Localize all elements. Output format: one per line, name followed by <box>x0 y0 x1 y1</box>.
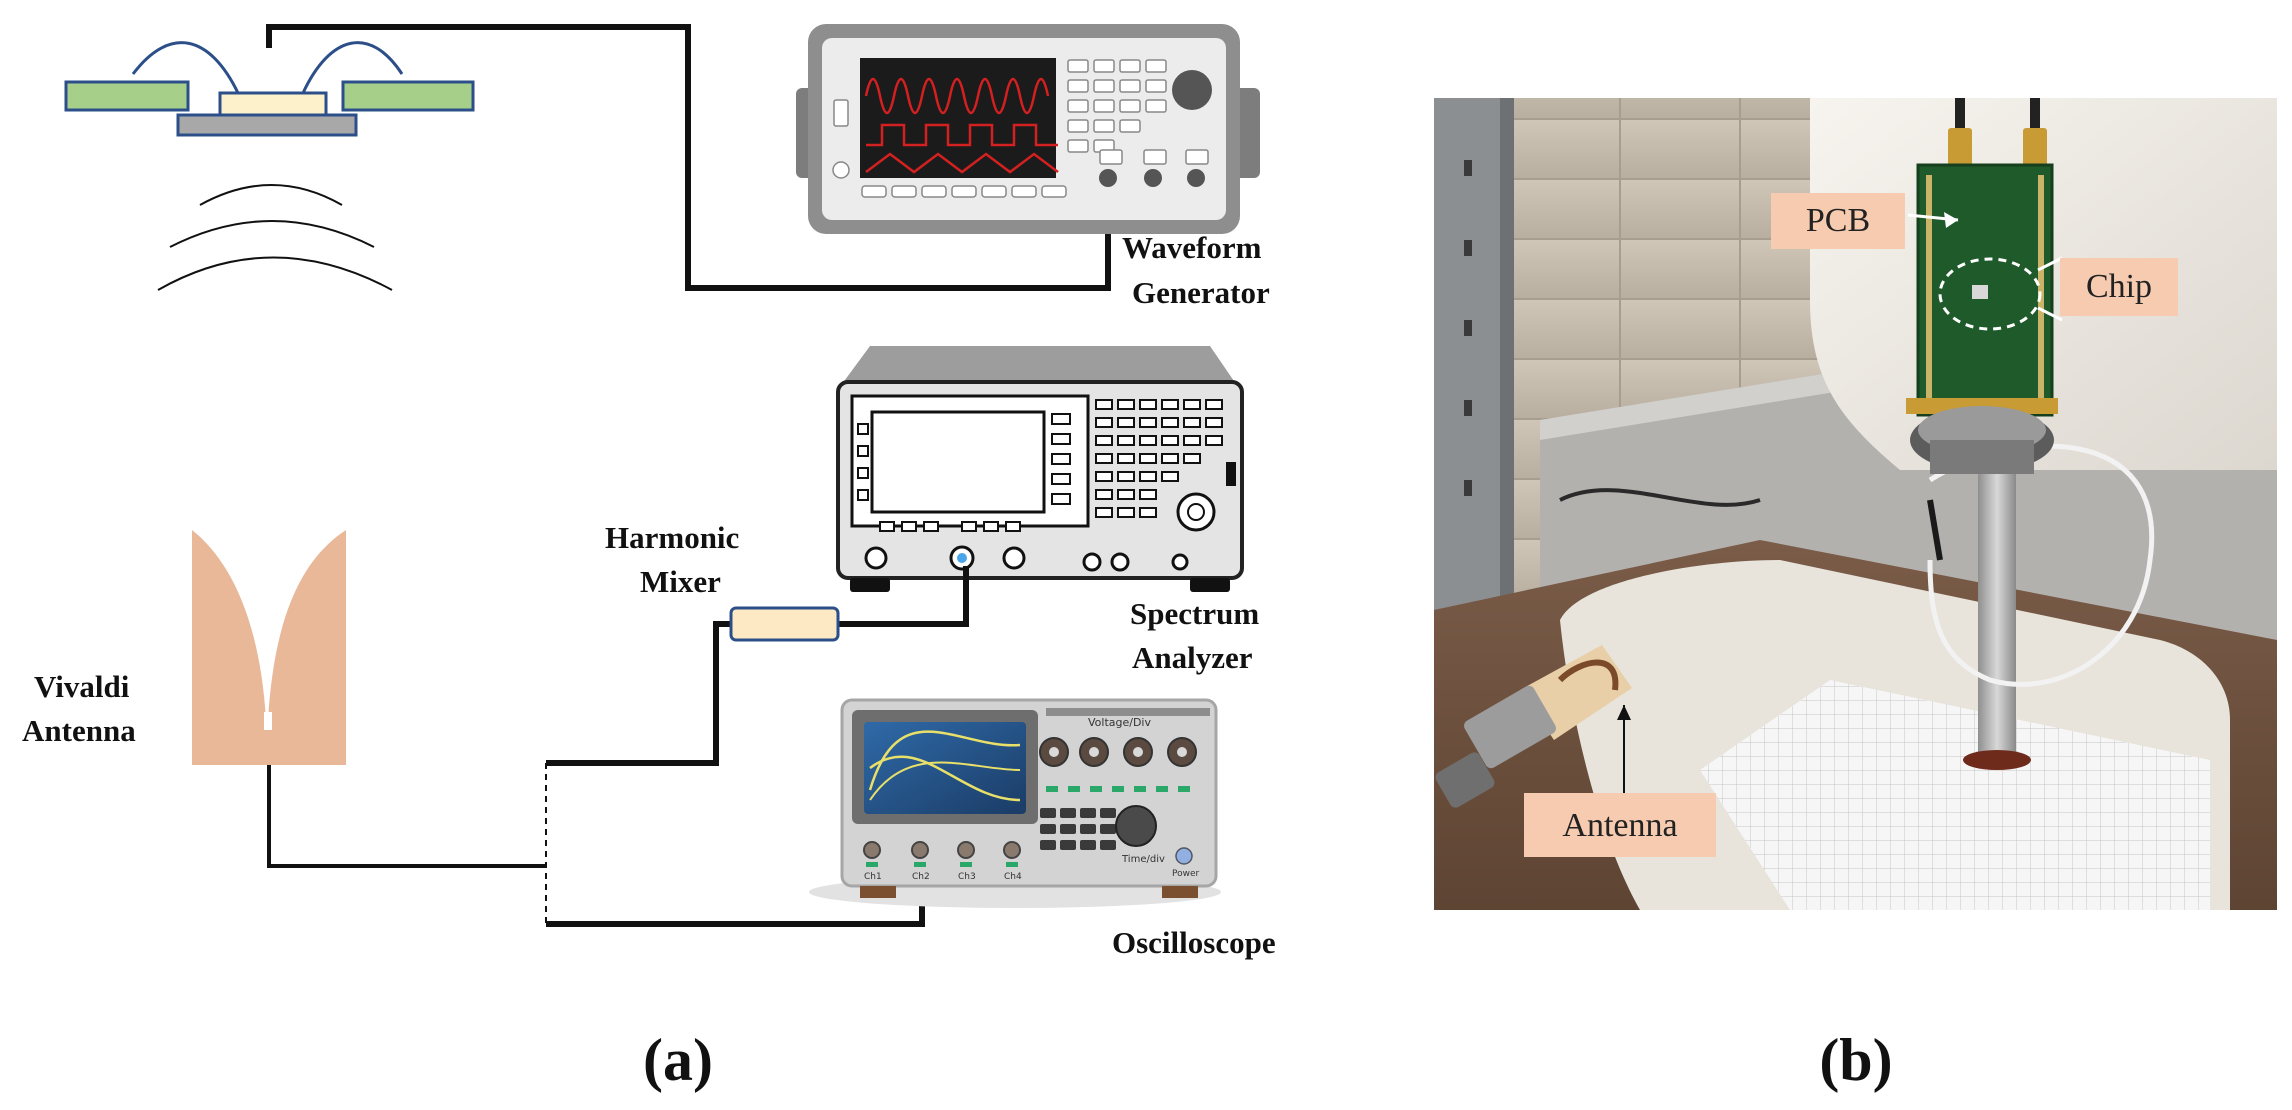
pcb-right-pad <box>341 80 475 112</box>
pcb-left-pad <box>64 80 190 112</box>
cable-mixer-to-junction <box>546 621 731 766</box>
label-waveform-generator-line2: Generator <box>1132 275 1270 310</box>
waveform-generator <box>796 24 1260 234</box>
chip-package <box>64 41 475 137</box>
label-spectrum-analyzer-line2: Analyzer <box>1132 640 1253 675</box>
label-waveform-generator-line1: Waveform <box>1122 230 1262 265</box>
generator-output-port <box>1099 169 1117 187</box>
caption-a: (a) <box>643 1027 713 1093</box>
chip-substrate <box>176 113 358 137</box>
callout-chip: Chip <box>2086 268 2152 305</box>
oscilloscope-knob <box>1115 805 1157 847</box>
callout-antenna: Antenna <box>1562 807 1677 844</box>
channel-label-2: Ch2 <box>912 872 930 882</box>
oscilloscope: Voltage/Div Time/div Power <box>809 698 1221 908</box>
analyzer-screen <box>870 410 1046 514</box>
channel-label-4: Ch4 <box>1004 872 1022 882</box>
label-harmonic-mixer-line2: Mixer <box>640 564 721 599</box>
cable-chip-to-generator <box>266 24 1111 291</box>
chip-callout-ring <box>1938 257 2042 331</box>
caption-b: (b) <box>1819 1027 1892 1093</box>
spectrum-analyzer <box>836 346 1244 592</box>
label-harmonic-mixer-line1: Harmonic <box>605 520 739 555</box>
harmonic-mixer <box>729 606 840 642</box>
callout-pcb: PCB <box>1806 202 1870 239</box>
chip-callout-box <box>2060 258 2178 316</box>
label-vivaldi-antenna-line2: Antenna <box>22 713 136 748</box>
panel-a: Waveform Generator <box>22 24 1276 1093</box>
cable-mixer-to-analyzer <box>838 566 969 627</box>
oscilloscope-power-label: Power <box>1172 869 1200 879</box>
label-oscilloscope: Oscilloscope <box>1112 925 1276 960</box>
label-vivaldi-antenna-line1: Vivaldi <box>34 669 130 704</box>
label-spectrum-analyzer-line1: Spectrum <box>1130 596 1259 631</box>
panel-b-photo: PCB Chip Antenna (b) <box>1434 98 2277 1093</box>
emission-arcs <box>157 184 393 291</box>
oscilloscope-knob-label: Time/div <box>1121 854 1165 865</box>
oscilloscope-header-text: Voltage/Div <box>1088 716 1151 729</box>
channel-label-3: Ch3 <box>958 872 976 882</box>
power-button <box>1175 847 1193 865</box>
vivaldi-antenna <box>192 530 346 765</box>
channel-label-1: Ch1 <box>864 872 882 882</box>
bond-wire-right <box>301 41 404 94</box>
generator-knob <box>1172 70 1212 110</box>
cable-antenna-to-splitter <box>267 765 546 868</box>
chip-die <box>218 91 328 117</box>
bond-wire-left <box>131 41 240 94</box>
chip-on-board <box>1972 285 1988 299</box>
oscilloscope-screen <box>864 722 1026 814</box>
antenna-callout-box <box>1524 793 1716 857</box>
pcb-callout-box <box>1771 193 1905 249</box>
